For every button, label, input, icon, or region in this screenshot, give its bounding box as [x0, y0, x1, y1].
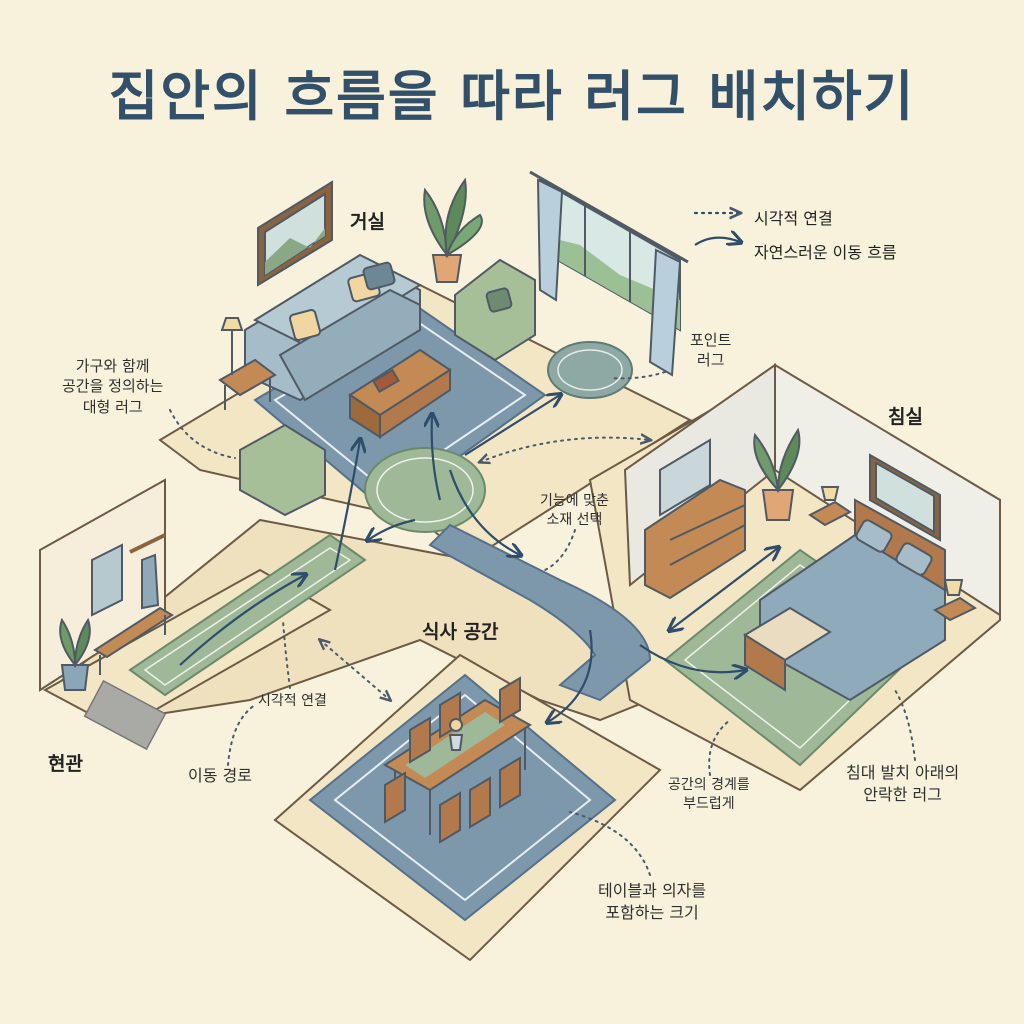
link-dining-to-entry [320, 640, 390, 700]
annotation-bed-rug-line-2: 안락한 러그 [863, 784, 942, 804]
room-label-dining: 식사 공간 [422, 621, 499, 643]
legend-movement-flow-label: 자연스러운 이동 흐름 [754, 243, 897, 262]
annotation-accent-rug-line-2: 러그 [696, 351, 725, 370]
entry-doormat [83, 679, 167, 751]
room-label-living: 거실 [350, 211, 385, 233]
table-vase-flowers [448, 718, 464, 751]
flow-arrow-entry-to-living [333, 440, 360, 571]
room-label-bedroom: 침실 [888, 406, 923, 428]
dining-rug [308, 673, 617, 922]
accent-round-rug [547, 341, 633, 399]
link-bed-rug-callout [894, 689, 916, 761]
annotation-large-rug-line-3: 대형 러그 [82, 397, 143, 416]
armchair-left [239, 423, 326, 517]
potted-plant-living [423, 177, 483, 283]
flow-arrow-hall-up [432, 415, 442, 501]
link-table-rug-callout [569, 811, 651, 876]
annotation-table-rug: 테이블과 의자를 포함하는 크기 [598, 880, 706, 923]
window-with-curtains [529, 170, 689, 377]
legend: 시각적 연결 자연스러운 이동 흐름 [692, 200, 897, 268]
annotation-bed-rug: 침대 발치 아래의 안락한 러그 [846, 762, 959, 805]
annotation-bed-rug-line-1: 침대 발치 아래의 [846, 763, 960, 782]
annotation-visual-link: 시각적 연결 [258, 693, 327, 709]
link-hall-to-bedroom [480, 438, 650, 462]
annotation-table-rug-line-2: 포함하는 크기 [605, 902, 699, 922]
potted-plant-bedroom [753, 427, 801, 521]
coat-hook-with-jacket [129, 533, 166, 610]
flow-arrow-entry [179, 575, 305, 666]
armchair-right [454, 258, 536, 362]
annotation-boundary-line-2: 부드럽게 [683, 795, 735, 812]
nightstand-lamps [808, 486, 978, 622]
link-path-callout [227, 704, 256, 766]
room-label-entry: 현관 [48, 753, 83, 775]
annotation-large-rug-line-2: 공간을 정의하는 [62, 377, 164, 396]
legend-flow-arrow-icon [694, 238, 740, 245]
link-boundary-callout [708, 719, 731, 776]
link-accent-callout [609, 371, 666, 380]
entry-mirror [91, 543, 123, 617]
dining-chairs [384, 676, 521, 844]
wall-picture-landscape [257, 180, 333, 287]
legend-visual-link: 시각적 연결 [692, 200, 897, 234]
flow-arrow-bedroom-double [670, 548, 778, 630]
annotation-boundary: 공간의 경계를 부드럽게 [668, 776, 750, 814]
sofa [244, 253, 423, 402]
entry-furniture [59, 533, 174, 691]
entry-bench [93, 606, 174, 675]
link-material-callout [544, 529, 576, 571]
annotation-large-rug-line-1: 가구와 함께 [75, 357, 150, 375]
dining-furniture [383, 676, 532, 844]
flow-arrow-hall-to-dining [548, 629, 593, 722]
annotation-material-line-2: 소재 선택 [546, 511, 603, 528]
living-room-furniture [218, 170, 689, 517]
bedroom-mirror [659, 438, 711, 517]
legend-movement-flow: 자연스러운 이동 흐름 [692, 234, 897, 268]
hallway-runner-rug [428, 523, 652, 702]
page-title: 집안의 흐름을 따라 러그 배치하기 [108, 65, 916, 128]
annotation-large-rug: 가구와 함께 공간을 정의하는 대형 러그 [62, 356, 163, 417]
flow-arrow-hall-to-bedroom [639, 644, 745, 672]
floor-lamp-side-table [218, 317, 277, 410]
legend-icons [693, 213, 740, 245]
link-visual-small-callout [282, 619, 291, 689]
bedroom-picture [869, 453, 941, 542]
bedroom-furniture [644, 427, 978, 702]
hall-round-rug [364, 447, 486, 533]
flow-arrow-hall-down [448, 469, 520, 555]
annotation-accent-rug: 포인트 러그 [690, 330, 731, 371]
legend-visual-link-label: 시각적 연결 [754, 209, 833, 228]
flow-arrow-hall-left [368, 518, 416, 540]
potted-plant-entry [59, 617, 91, 691]
visual-link-arrows [169, 371, 916, 876]
annotation-accent-rug-line-1: 포인트 [690, 331, 732, 349]
annotation-material: 기능에 맞춘 소재 선택 [540, 492, 609, 530]
coffee-table [348, 348, 452, 439]
annotation-path: 이동 경로 [188, 766, 252, 785]
annotation-material-line-1: 기능에 맞춘 [540, 493, 609, 509]
bed-bench [743, 606, 832, 692]
annotation-table-rug-line-1: 테이블과 의자를 [598, 881, 707, 900]
link-large-rug-callout [169, 409, 236, 459]
annotation-boundary-line-1: 공간의 경계를 [668, 777, 750, 793]
